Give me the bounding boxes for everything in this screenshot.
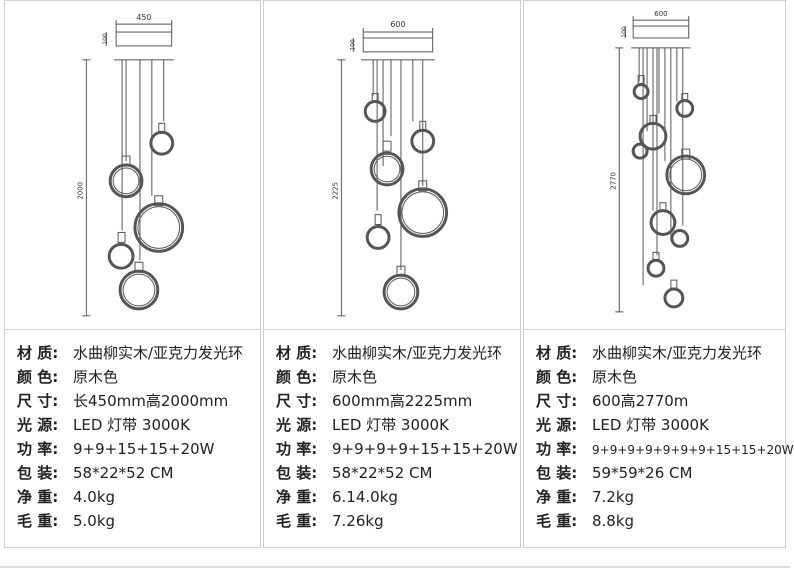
spec-row-material: 材 质: 水曲柳实木/亚克力发光环 <box>17 343 243 363</box>
spec-value: LED 灯带 3000K <box>73 416 190 434</box>
spec-value: 6.14.0kg <box>332 488 398 506</box>
product-panel-1: 450 100 2000 材 质: 水曲柳实木/亚克力发光环 颜 色: 原木色 尺 … <box>4 0 261 548</box>
spec-row-power: 功 率: 9+9+15+15+20W <box>17 439 214 459</box>
spec-label: 材 质: <box>536 344 578 362</box>
spec-value: 原木色 <box>592 368 638 386</box>
spec-label: 功 率: <box>276 440 318 458</box>
pendant-lamp-diagram: 450 100 2000 <box>76 13 185 317</box>
canopy-dim-label: 100 <box>621 26 628 38</box>
height-dim-label: 2225 <box>331 182 339 200</box>
spec-row-net-weight: 净 重: 6.14.0kg <box>276 487 398 507</box>
height-dim-label: 2770 <box>609 172 617 190</box>
width-dim-label: 450 <box>136 13 151 22</box>
spec-value: 9+9+9+9+15+15+20W <box>332 440 518 458</box>
spec-label: 光 源: <box>276 416 318 434</box>
spec-label: 包 装: <box>17 464 59 482</box>
spec-value: 58*22*52 CM <box>332 464 433 482</box>
spec-label: 尺 寸: <box>276 392 318 410</box>
technical-drawing-1: 450 100 2000 <box>5 1 260 330</box>
width-dim-label: 600 <box>390 20 405 29</box>
spec-label: 光 源: <box>536 416 578 434</box>
spec-label: 颜 色: <box>536 368 578 386</box>
spec-value: 5.0kg <box>73 512 116 530</box>
bottom-divider <box>0 566 790 568</box>
spec-value: 600高2770m <box>592 392 689 410</box>
spec-row-gross-weight: 毛 重: 8.8kg <box>536 511 634 531</box>
spec-value: 58*22*52 CM <box>73 464 174 482</box>
canopy-dim-label: 100 <box>102 33 109 45</box>
spec-row-size: 尺 寸: 长450mm高2000mm <box>17 391 228 411</box>
spec-label: 净 重: <box>276 488 318 506</box>
technical-drawing-3: 600 100 2770 <box>524 1 785 330</box>
canopy-dim-label: 100 <box>349 39 356 51</box>
spec-row-package: 包 装: 59*59*26 CM <box>536 463 692 483</box>
spec-value: 8.8kg <box>592 512 635 530</box>
spec-label: 毛 重: <box>536 512 578 530</box>
spec-row-light: 光 源: LED 灯带 3000K <box>536 415 709 435</box>
spec-label: 颜 色: <box>17 368 59 386</box>
spec-label: 材 质: <box>17 344 59 362</box>
pendant-lamp-diagram: 600 100 2770 <box>609 10 707 313</box>
spec-row-power: 功 率: 9+9+9+9+15+15+20W <box>276 439 518 459</box>
spec-row-gross-weight: 毛 重: 5.0kg <box>17 511 115 531</box>
spec-row-size: 尺 寸: 600mm高2225mm <box>276 391 472 411</box>
spec-value: 长450mm高2000mm <box>73 392 229 410</box>
spec-value: 水曲柳实木/亚克力发光环 <box>332 344 503 362</box>
spec-row-net-weight: 净 重: 7.2kg <box>536 487 634 507</box>
spec-value: 水曲柳实木/亚克力发光环 <box>73 344 244 362</box>
spec-value: 7.26kg <box>332 512 384 530</box>
spec-row-light: 光 源: LED 灯带 3000K <box>276 415 449 435</box>
spec-value: 4.0kg <box>73 488 116 506</box>
spec-label: 净 重: <box>536 488 578 506</box>
spec-value: 原木色 <box>332 368 378 386</box>
product-panel-3: 600 100 2770 材 质: 水曲柳实木/亚克力发光环 颜 色: 原木色 尺 … <box>523 0 794 548</box>
spec-label: 毛 重: <box>276 512 318 530</box>
spec-row-color: 颜 色: 原木色 <box>536 367 637 387</box>
spec-label: 功 率: <box>17 440 59 458</box>
spec-value: LED 灯带 3000K <box>592 416 709 434</box>
spec-row-package: 包 装: 58*22*52 CM <box>17 463 173 483</box>
spec-label: 毛 重: <box>17 512 59 530</box>
spec-label: 包 装: <box>276 464 318 482</box>
spec-value: 9+9+15+15+20W <box>73 440 215 458</box>
height-dim-label: 2000 <box>76 182 84 200</box>
width-dim-label: 600 <box>654 10 667 18</box>
spec-label: 包 装: <box>536 464 578 482</box>
spec-value: 水曲柳实木/亚克力发光环 <box>592 344 763 362</box>
spec-row-material: 材 质: 水曲柳实木/亚克力发光环 <box>276 343 502 363</box>
technical-drawing-2: 600 100 2225 <box>264 1 520 330</box>
spec-label: 颜 色: <box>276 368 318 386</box>
spec-row-color: 颜 色: 原木色 <box>17 367 118 387</box>
spec-value: 7.2kg <box>592 488 635 506</box>
spec-value: 59*59*26 CM <box>592 464 693 482</box>
spec-row-material: 材 质: 水曲柳实木/亚克力发光环 <box>536 343 762 363</box>
spec-value: LED 灯带 3000K <box>332 416 449 434</box>
spec-row-net-weight: 净 重: 4.0kg <box>17 487 115 507</box>
spec-row-color: 颜 色: 原木色 <box>276 367 377 387</box>
spec-row-size: 尺 寸: 600高2770m <box>536 391 688 411</box>
spec-value: 原木色 <box>73 368 119 386</box>
spec-label: 净 重: <box>17 488 59 506</box>
spec-label: 尺 寸: <box>536 392 578 410</box>
spec-label: 尺 寸: <box>17 392 59 410</box>
spec-value: 9+9+9+9+9+9+9+15+15+20W <box>592 443 794 457</box>
spec-row-light: 光 源: LED 灯带 3000K <box>17 415 190 435</box>
spec-label: 材 质: <box>276 344 318 362</box>
product-panel-2: 600 100 2225 材 质: 水曲柳实木/亚克力发光环 颜 色: 原木色 尺 … <box>263 0 521 548</box>
spec-label: 功 率: <box>536 440 578 458</box>
spec-value: 600mm高2225mm <box>332 392 473 410</box>
spec-row-gross-weight: 毛 重: 7.26kg <box>276 511 384 531</box>
spec-row-package: 包 装: 58*22*52 CM <box>276 463 432 483</box>
pendant-lamp-diagram: 600 100 2225 <box>331 20 449 317</box>
spec-label: 光 源: <box>17 416 59 434</box>
spec-row-power: 功 率: 9+9+9+9+9+9+9+15+15+20W <box>536 439 794 460</box>
